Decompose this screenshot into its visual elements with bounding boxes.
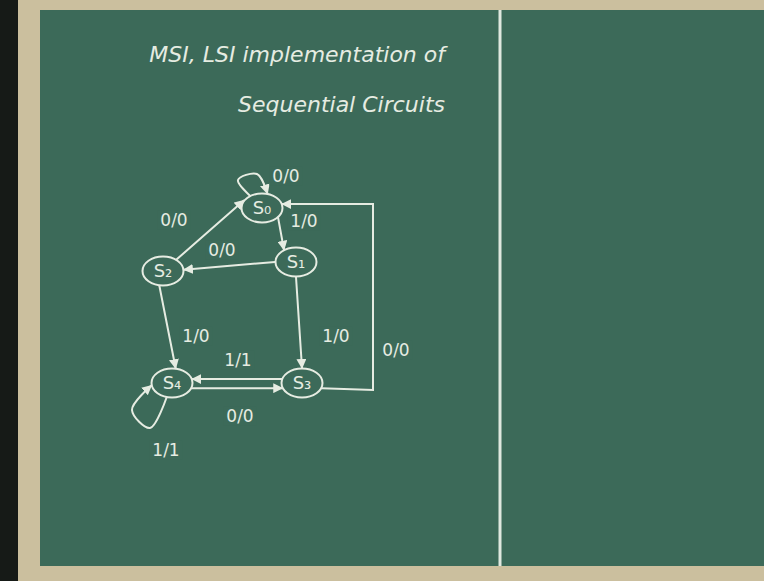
transition-arrow (192, 378, 281, 380)
state-name: S₀ (253, 198, 272, 218)
transition-label: 0/0 (269, 167, 302, 186)
board-divider (499, 10, 502, 566)
state-circle: S₁ (274, 246, 318, 278)
transition-label: 0/0 (223, 407, 256, 426)
state-name: S₂ (154, 261, 173, 281)
transition-arrow (192, 387, 283, 389)
transition-label: 1/1 (149, 441, 182, 460)
state-ellipse (276, 248, 317, 277)
state-circle: S₀ (240, 192, 284, 224)
frame-bottom (18, 566, 764, 581)
transition-label: 0/0 (205, 241, 238, 260)
state-name: S₄ (163, 373, 182, 393)
wall-edge (0, 0, 18, 581)
frame-left (18, 0, 40, 581)
transition-arrow (184, 262, 275, 270)
state-ellipse (143, 257, 184, 286)
transition-label: 1/0 (319, 327, 352, 346)
frame-top (18, 0, 764, 10)
transition-arrow (176, 201, 243, 260)
transition-arrow (282, 204, 373, 390)
state-name: S₃ (293, 373, 312, 393)
state-name: S₁ (287, 252, 306, 272)
transition-label: 1/0 (179, 327, 212, 346)
transition-arrow (132, 386, 167, 428)
state-circle: S₃ (280, 367, 324, 399)
transition-label: 1/0 (287, 212, 320, 231)
state-ellipse (282, 369, 323, 398)
state-ellipse (242, 194, 283, 223)
transition-label: 1/1 (221, 351, 254, 370)
state-circle: S₂ (141, 255, 185, 287)
transition-arrow (159, 286, 175, 368)
state-ellipse (152, 369, 193, 398)
transition-label: 0/0 (379, 341, 412, 360)
state-circle: S₄ (150, 367, 194, 399)
transition-arrow (296, 277, 302, 368)
transition-arrow (278, 218, 284, 250)
board-title: MSI, LSI implementation of Sequential Ci… (55, 30, 445, 130)
transition-label: 0/0 (157, 211, 190, 230)
transition-arrow (238, 174, 268, 196)
